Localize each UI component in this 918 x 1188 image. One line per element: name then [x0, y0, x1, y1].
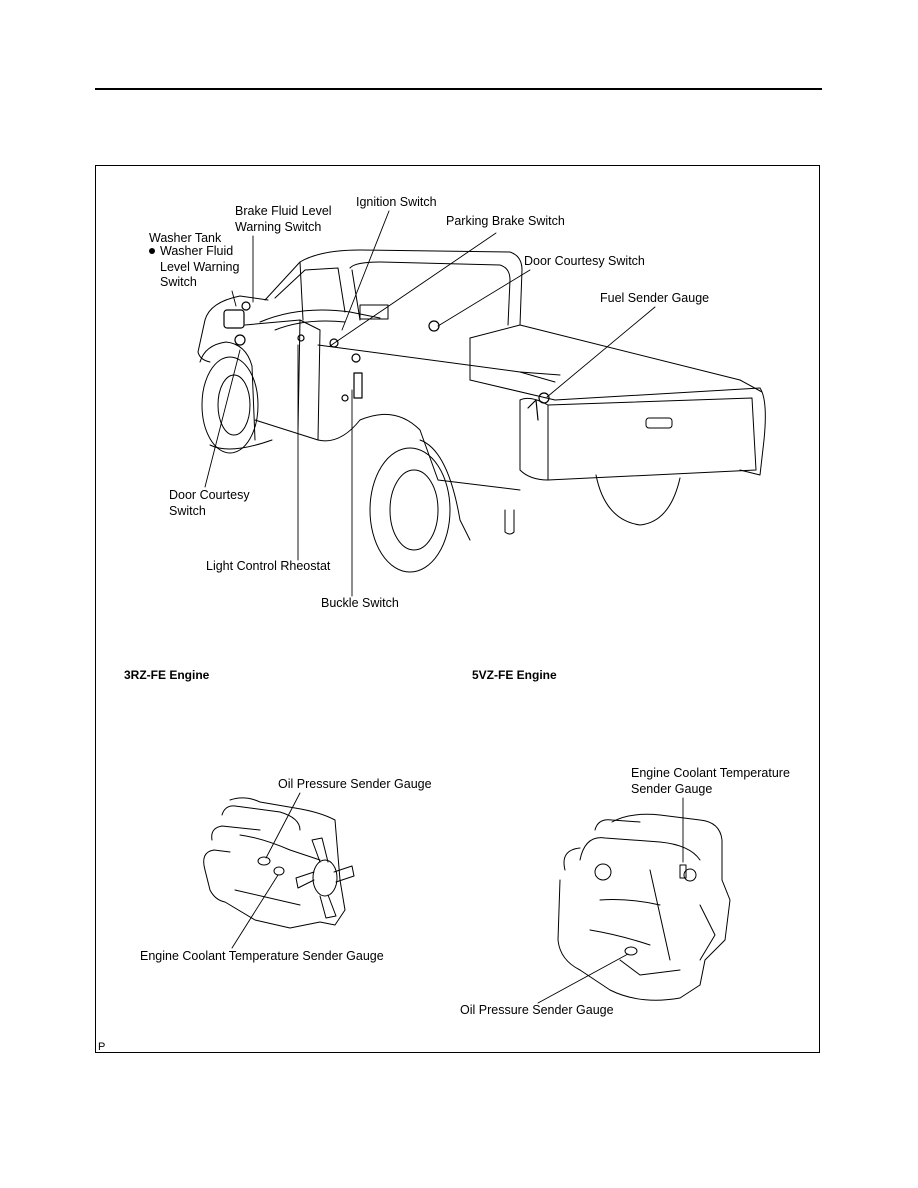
top-rule — [95, 88, 822, 90]
label-5vz-engine-coolant-temperature-sender-gauge: Engine Coolant Temperature Sender Gauge — [631, 766, 790, 796]
engine-5vz-illustration — [557, 813, 731, 1001]
figure-frame — [95, 165, 820, 1053]
label-buckle-switch: Buckle Switch — [321, 596, 399, 610]
figure-id: P — [98, 1041, 106, 1053]
engine-3rz-leader-lines — [231, 792, 301, 949]
label-washer-fluid-level-warning-switch: Washer Fluid Level Warning Switch — [149, 244, 239, 291]
label-door-courtesy-switch-right: Door Courtesy Switch — [524, 254, 645, 268]
label-3rz-engine-coolant-temperature-sender-gauge: Engine Coolant Temperature Sender Gauge — [140, 949, 384, 963]
label-fuel-sender-gauge: Fuel Sender Gauge — [600, 291, 710, 305]
truck-leader-lines — [204, 210, 656, 597]
pickup-truck-illustration — [197, 249, 766, 573]
engine-3rz-illustration — [203, 797, 355, 929]
label-washer-tank: Washer Tank — [149, 231, 222, 245]
label-5vz-oil-pressure-sender-gauge: Oil Pressure Sender Gauge — [460, 1003, 614, 1017]
heading-5vz-fe-engine: 5VZ-FE Engine — [472, 668, 557, 682]
label-door-courtesy-switch-left: Door Courtesy Switch — [169, 488, 250, 518]
bullet-icon — [149, 247, 155, 254]
engine-5vz-leader-lines — [537, 797, 684, 1004]
washer-tank-body — [223, 309, 245, 329]
label-3rz-oil-pressure-sender-gauge: Oil Pressure Sender Gauge — [278, 777, 432, 791]
label-brake-fluid-level-warning-switch: Brake Fluid Level Warning Switch — [235, 204, 332, 234]
truck-component-sensors — [223, 301, 550, 421]
label-parking-brake-switch: Parking Brake Switch — [446, 214, 565, 228]
label-light-control-rheostat: Light Control Rheostat — [206, 559, 331, 573]
label-ignition-switch: Ignition Switch — [356, 195, 437, 209]
heading-3rz-fe-engine: 3RZ-FE Engine — [124, 668, 210, 682]
